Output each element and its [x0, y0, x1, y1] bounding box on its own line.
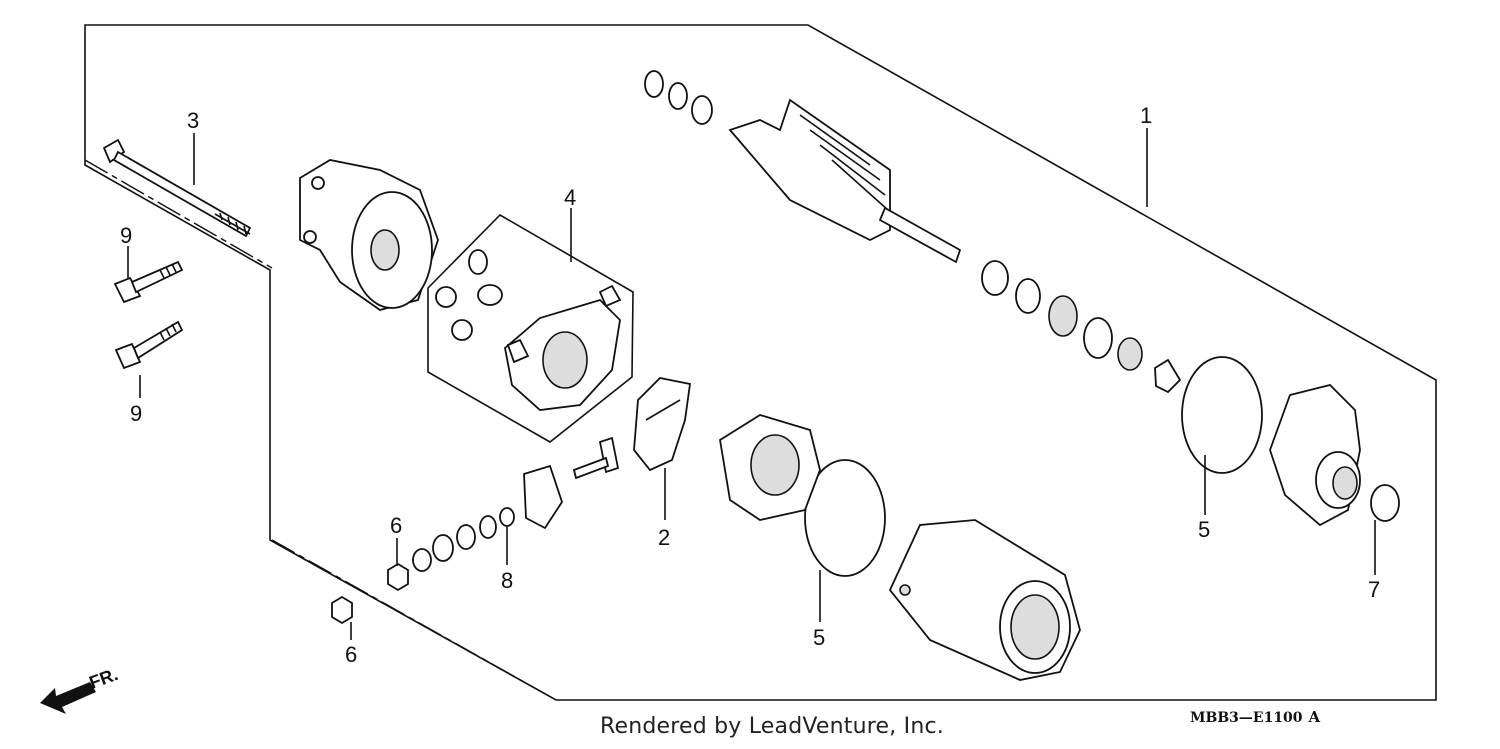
- callout-9-lower: 9: [130, 401, 142, 426]
- callout-7: 7: [1368, 577, 1380, 602]
- nut-part-upper[interactable]: [387, 562, 409, 592]
- front-cover-part[interactable]: [1269, 384, 1361, 527]
- assembly-dashed-line: [84, 159, 273, 269]
- o-ring-part-upper[interactable]: [1181, 356, 1263, 474]
- callout-5-upper: 5: [1198, 517, 1210, 542]
- motor-housing-part[interactable]: [888, 519, 1081, 681]
- assembly-dashed-line: [271, 539, 557, 701]
- callout-8: 8: [501, 568, 513, 593]
- through-bolt-part[interactable]: [102, 138, 252, 238]
- footer-credit: Rendered by LeadVenture, Inc.: [600, 714, 944, 739]
- nut-part-lower[interactable]: [331, 595, 353, 625]
- rear-bracket-part[interactable]: [299, 159, 439, 311]
- terminal-bolt-part[interactable]: [572, 436, 620, 480]
- brush-cup-part[interactable]: [719, 414, 821, 521]
- brush-spring-part[interactable]: [435, 249, 503, 341]
- callout-2: 2: [658, 525, 670, 550]
- snap-ring-part[interactable]: [1370, 484, 1400, 522]
- callout-3: 3: [187, 108, 199, 133]
- flange-bolt-part-lower[interactable]: [114, 320, 184, 370]
- seal-washer-part[interactable]: [981, 260, 1182, 394]
- front-marker-label: FR.: [87, 664, 121, 693]
- brush-holder-box: [427, 213, 634, 443]
- brush-holder-part[interactable]: [504, 284, 622, 411]
- insulator-part[interactable]: [523, 464, 563, 530]
- leader-lines: [127, 128, 1376, 640]
- diagram-code-suffix: A: [1308, 708, 1321, 726]
- o-ring-part-lower[interactable]: [804, 459, 886, 577]
- terminal-holder-part[interactable]: [633, 377, 692, 472]
- washer-stack-part[interactable]: [412, 507, 515, 572]
- armature-part[interactable]: [728, 98, 962, 264]
- diagram-code-text: MBB3—E1100: [1190, 710, 1303, 726]
- diagram-code: MBB3—E1100 A: [1190, 708, 1320, 726]
- callout-6-upper: 6: [390, 513, 402, 538]
- front-direction-arrow-icon: [40, 682, 96, 714]
- callout-5-lower: 5: [813, 625, 825, 650]
- flange-bolt-part-upper[interactable]: [113, 260, 184, 304]
- callout-1: 1: [1140, 103, 1152, 128]
- callout-4: 4: [564, 185, 576, 210]
- callout-9-upper: 9: [120, 223, 132, 248]
- callout-6-lower: 6: [345, 642, 357, 667]
- armature-shim-part[interactable]: [644, 70, 713, 125]
